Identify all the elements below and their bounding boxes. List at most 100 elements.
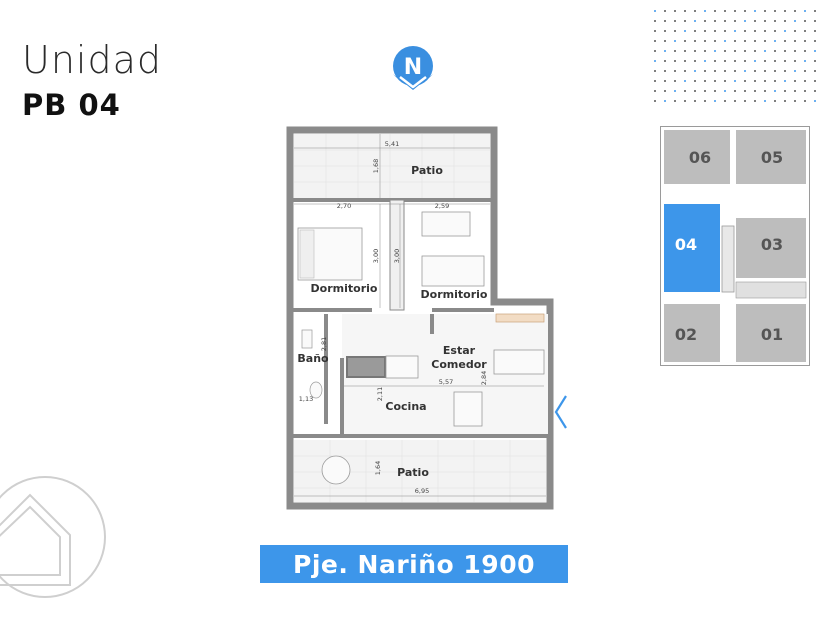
dim-5-41: 5,41 xyxy=(385,140,399,148)
decoration-dot xyxy=(694,60,696,62)
decoration-dot xyxy=(734,70,736,72)
unit-label: Unidad xyxy=(22,38,162,82)
decoration-dot xyxy=(654,60,656,62)
room-patio-top: Patio xyxy=(411,164,443,177)
decoration-dot xyxy=(654,30,656,32)
dim-2-84: 2,84 xyxy=(480,371,488,385)
decoration-dot xyxy=(804,20,806,22)
decoration-dot xyxy=(704,50,706,52)
decoration-dot xyxy=(714,80,716,82)
decoration-dot xyxy=(804,60,806,62)
decoration-dot xyxy=(774,90,776,92)
decoration-dot xyxy=(704,100,706,102)
unit-05-block xyxy=(736,130,806,184)
dim-1-68: 1,68 xyxy=(372,159,380,173)
decoration-dot xyxy=(764,40,766,42)
decoration-dot xyxy=(794,90,796,92)
decoration-dot xyxy=(714,70,716,72)
decoration-dot xyxy=(764,10,766,12)
decoration-dot xyxy=(694,30,696,32)
decoration-dot xyxy=(784,40,786,42)
decoration-dot xyxy=(784,80,786,82)
decoration-dot xyxy=(674,90,676,92)
decoration-dot xyxy=(744,100,746,102)
decoration-dot xyxy=(774,50,776,52)
decoration-dot xyxy=(654,40,656,42)
decoration-dot xyxy=(774,100,776,102)
decoration-dot xyxy=(784,20,786,22)
decoration-dot xyxy=(804,70,806,72)
decoration-dot xyxy=(684,90,686,92)
entrance-arrow-icon xyxy=(554,395,567,429)
address-text: Pje. Nariño 1900 xyxy=(293,549,535,579)
compass-letter: N xyxy=(404,55,422,80)
decoration-dot xyxy=(804,30,806,32)
unit-key-map: 06 05 04 03 02 01 xyxy=(660,126,810,366)
decoration-dot xyxy=(754,90,756,92)
decoration-dot xyxy=(774,30,776,32)
decoration-dot xyxy=(774,10,776,12)
decoration-dot xyxy=(804,80,806,82)
dim-1-64: 1,64 xyxy=(374,461,382,475)
decoration-dot xyxy=(814,90,816,92)
decoration-dot xyxy=(674,80,676,82)
decoration-dot xyxy=(674,20,676,22)
unit-01-block xyxy=(736,304,806,362)
decoration-dot xyxy=(774,60,776,62)
decoration-dot xyxy=(784,60,786,62)
north-compass-icon: N xyxy=(393,46,433,90)
decoration-dot xyxy=(744,60,746,62)
decoration-dot xyxy=(724,20,726,22)
decoration-dot xyxy=(674,60,676,62)
decoration-dot xyxy=(664,50,666,52)
decoration-dot xyxy=(684,100,686,102)
decoration-dot xyxy=(654,70,656,72)
decoration-dot xyxy=(764,80,766,82)
dim-6-95: 6,95 xyxy=(415,487,429,495)
unit-06-block xyxy=(664,130,730,184)
decoration-dot xyxy=(674,100,676,102)
decoration-dot xyxy=(664,60,666,62)
decoration-dot xyxy=(754,80,756,82)
decoration-dot xyxy=(794,10,796,12)
decoration-dot xyxy=(684,30,686,32)
decoration-dot xyxy=(754,30,756,32)
decoration-dot xyxy=(684,80,686,82)
decoration-dot xyxy=(734,90,736,92)
room-cocina: Cocina xyxy=(385,400,426,413)
decoration-dot xyxy=(684,40,686,42)
decoration-dot xyxy=(794,20,796,22)
decoration-dot xyxy=(744,70,746,72)
decoration-dot xyxy=(654,10,656,12)
decoration-dot xyxy=(684,70,686,72)
decoration-dot xyxy=(704,70,706,72)
decoration-dot xyxy=(684,50,686,52)
decoration-dot xyxy=(734,50,736,52)
decoration-dot xyxy=(734,40,736,42)
decoration-dot xyxy=(744,30,746,32)
unit-02-block xyxy=(664,304,720,362)
decoration-dot xyxy=(714,60,716,62)
decoration-dot xyxy=(654,50,656,52)
decoration-dot xyxy=(704,20,706,22)
decoration-dot xyxy=(724,80,726,82)
decoration-dot xyxy=(764,30,766,32)
room-bano: Baño xyxy=(297,352,329,365)
decoration-dot xyxy=(774,70,776,72)
decoration-dot xyxy=(664,100,666,102)
decoration-dot xyxy=(674,50,676,52)
dim-2-59: 2,59 xyxy=(435,202,449,210)
decoration-dot xyxy=(784,10,786,12)
decoration-dot xyxy=(794,100,796,102)
decoration-dot xyxy=(764,50,766,52)
decoration-dot xyxy=(654,20,656,22)
decoration-dot xyxy=(724,10,726,12)
decoration-dot xyxy=(664,30,666,32)
decoration-dot xyxy=(684,20,686,22)
decoration-dot xyxy=(664,40,666,42)
decoration-dot xyxy=(814,10,816,12)
decoration-dot xyxy=(764,20,766,22)
decoration-dot xyxy=(814,70,816,72)
decoration-dot xyxy=(764,100,766,102)
decoration-dot xyxy=(704,40,706,42)
